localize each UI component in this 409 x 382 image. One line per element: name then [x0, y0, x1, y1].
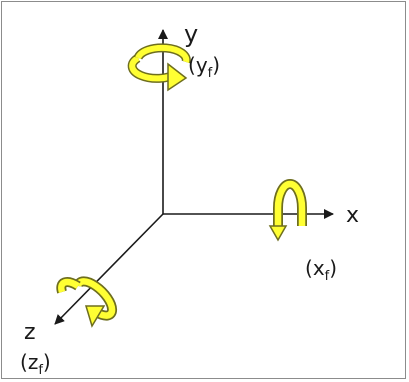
- z-frame-open: (: [20, 350, 28, 374]
- x-frame-label: (xf): [305, 256, 337, 284]
- z-frame-letter: z: [28, 350, 39, 374]
- z-axis-line: [54, 213, 164, 325]
- z-frame-close: ): [43, 350, 51, 374]
- z-frame-sub: f: [38, 363, 43, 378]
- z-axis-label: z: [24, 320, 36, 345]
- y-axis-label: y: [184, 20, 198, 48]
- y-rotation-arrow: [127, 43, 191, 92]
- x-frame-open: (: [305, 256, 313, 280]
- y-frame-label: (yf): [188, 53, 220, 81]
- z-frame-label: (zf): [20, 350, 51, 378]
- diagram-frame: [1, 1, 406, 379]
- y-frame-sub: f: [208, 66, 213, 81]
- x-rotation-arrow: [268, 179, 307, 242]
- x-frame-close: ): [329, 256, 337, 280]
- y-frame-letter: y: [196, 53, 208, 77]
- y-frame-close: ): [212, 53, 220, 77]
- x-frame-letter: x: [313, 256, 325, 280]
- z-rotation-arrow: [56, 276, 118, 328]
- y-frame-open: (: [188, 53, 196, 77]
- x-axis-label: x: [346, 203, 359, 228]
- x-frame-sub: f: [325, 269, 330, 284]
